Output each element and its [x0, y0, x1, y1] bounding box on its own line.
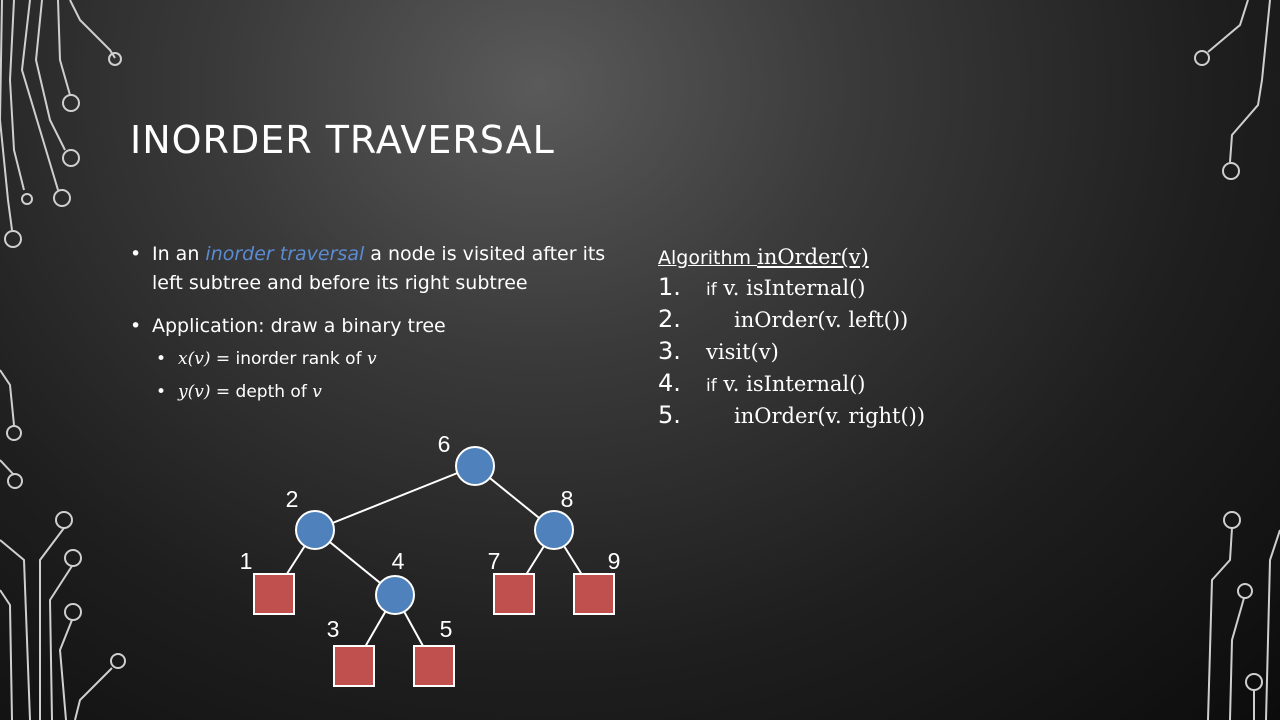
node-label-6: 6	[438, 431, 451, 457]
step-expression: v. isInternal()	[716, 372, 866, 396]
inorder-traversal-highlight: inorder traversal	[205, 243, 365, 265]
leaf-node-7	[493, 573, 535, 615]
algorithm-block: Algorithm inOrder(v) 1. if v. isInternal(…	[658, 242, 925, 433]
step-expression: visit(v)	[706, 340, 779, 364]
y-of-v-var: v	[312, 382, 322, 402]
step-expression: v. isInternal()	[716, 276, 866, 300]
leaf-node-5	[413, 645, 455, 687]
internal-node-4	[375, 575, 415, 615]
internal-node-6	[455, 446, 495, 486]
node-label-7: 7	[488, 548, 501, 574]
tree-edges	[273, 465, 595, 667]
x-of-v-var: v	[366, 349, 377, 369]
node-label-8: 8	[561, 486, 574, 512]
node-label-5: 5	[440, 616, 453, 642]
step-keyword: if	[706, 376, 717, 396]
x-of-v-text: inorder rank of	[235, 349, 367, 369]
algorithm-keyword: Algorithm	[658, 247, 752, 269]
tree-labels: 6 2 8 4 1 7 9 3 5	[240, 431, 621, 642]
node-label-9: 9	[608, 548, 621, 574]
node-label-3: 3	[327, 616, 340, 642]
sub-bullet-list: x(v) = inorder rank of v y(v) = depth of…	[130, 343, 630, 409]
leaf-node-9	[573, 573, 615, 615]
internal-node-2	[295, 510, 335, 550]
algorithm-header: Algorithm inOrder(v)	[658, 242, 925, 273]
x-of-v-math: x(v) =	[178, 349, 236, 369]
step-number: 1.	[658, 273, 681, 301]
y-of-v-math: y(v) =	[178, 382, 236, 402]
step-expression: inOrder(v. right())	[734, 404, 926, 428]
step-code: if v. isInternal()	[706, 372, 865, 396]
leaf-node-3	[333, 645, 375, 687]
bullet-text-post: a node is visited after its left subtree…	[152, 243, 606, 294]
step-expression: inOrder(v. left())	[734, 308, 909, 332]
step-number: 4.	[658, 369, 681, 397]
y-of-v-text: depth of	[235, 382, 313, 402]
step-code: if v. isInternal()	[706, 276, 865, 300]
bullet-application-text: Application: draw a binary tree	[152, 315, 446, 337]
algorithm-step-4: 4. if v. isInternal()	[658, 369, 925, 401]
sub-bullet-x: x(v) = inorder rank of v	[130, 343, 630, 376]
step-keyword: if	[706, 280, 717, 300]
leaf-node-1	[253, 573, 295, 615]
node-label-2: 2	[286, 486, 299, 512]
algorithm-steps: 1. if v. isInternal() 2. inOrder(v. left())…	[658, 273, 925, 433]
algorithm-step-2: 2. inOrder(v. left())	[658, 305, 925, 337]
step-code: visit(v)	[706, 340, 779, 364]
node-label-4: 4	[392, 548, 405, 574]
step-number: 2.	[658, 305, 681, 333]
bullet-text-pre: In an	[152, 243, 206, 265]
step-number: 5.	[658, 401, 681, 429]
sub-bullet-y: y(v) = depth of v	[130, 376, 630, 409]
step-number: 3.	[658, 337, 681, 365]
bullet-list: In an inorder traversal a node is visite…	[130, 240, 630, 409]
algorithm-signature: inOrder(v)	[757, 245, 869, 269]
bullet-application: Application: draw a binary tree	[130, 312, 630, 341]
tree-nodes	[253, 446, 615, 687]
bullet-inorder-definition: In an inorder traversal a node is visite…	[130, 240, 630, 298]
slide-title: INORDER TRAVERSAL	[130, 118, 555, 162]
internal-node-8	[534, 510, 574, 550]
node-label-1: 1	[240, 548, 253, 574]
tree-edge-n6-n2	[314, 465, 476, 531]
algorithm-step-5: 5. inOrder(v. right())	[658, 401, 925, 433]
algorithm-step-1: 1. if v. isInternal()	[658, 273, 925, 305]
step-code: inOrder(v. left())	[706, 308, 908, 332]
algorithm-step-3: 3. visit(v)	[658, 337, 925, 369]
step-code: inOrder(v. right())	[706, 404, 925, 428]
